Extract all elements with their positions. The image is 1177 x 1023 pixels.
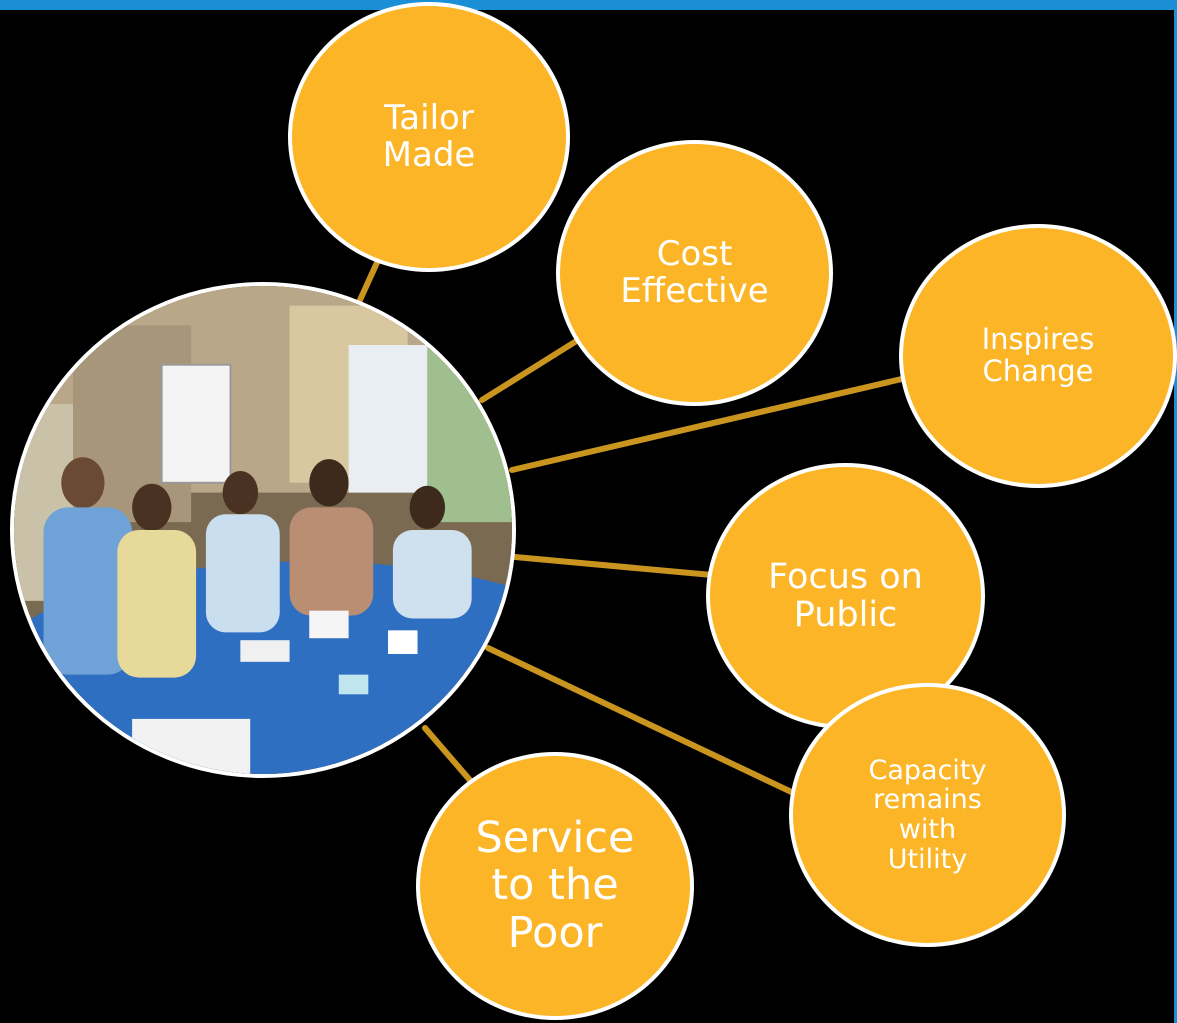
connector-inspires: [509, 375, 909, 473]
node-cost-effective: Cost Effective: [556, 140, 833, 406]
node-capacity-remains-with-utility: Capacity remains with Utility: [789, 683, 1066, 947]
top-accent-bar: [0, 0, 1177, 10]
connector-cost: [479, 337, 581, 403]
right-accent-bar: [1174, 0, 1177, 1023]
connector-capacity: [485, 645, 805, 800]
node-service-to-the-poor: Service to the Poor: [416, 752, 694, 1020]
node-label: Inspires Change: [981, 322, 1095, 388]
node-label: Tailor Made: [382, 97, 476, 175]
node-label: Cost Effective: [620, 233, 769, 311]
connector-service: [422, 725, 478, 789]
connector-focus: [512, 554, 715, 578]
connector-tailor: [357, 253, 383, 303]
node-inspires-change: Inspires Change: [899, 224, 1177, 488]
node-label: Capacity remains with Utility: [868, 754, 987, 875]
node-focus-on-public: Focus on Public: [706, 463, 985, 729]
node-tailor-made: Tailor Made: [288, 2, 570, 272]
node-label: Service to the Poor: [475, 813, 635, 958]
hub-photo: [10, 282, 516, 778]
workshop-photo-illustration: [14, 286, 512, 774]
node-label: Focus on Public: [768, 556, 923, 635]
